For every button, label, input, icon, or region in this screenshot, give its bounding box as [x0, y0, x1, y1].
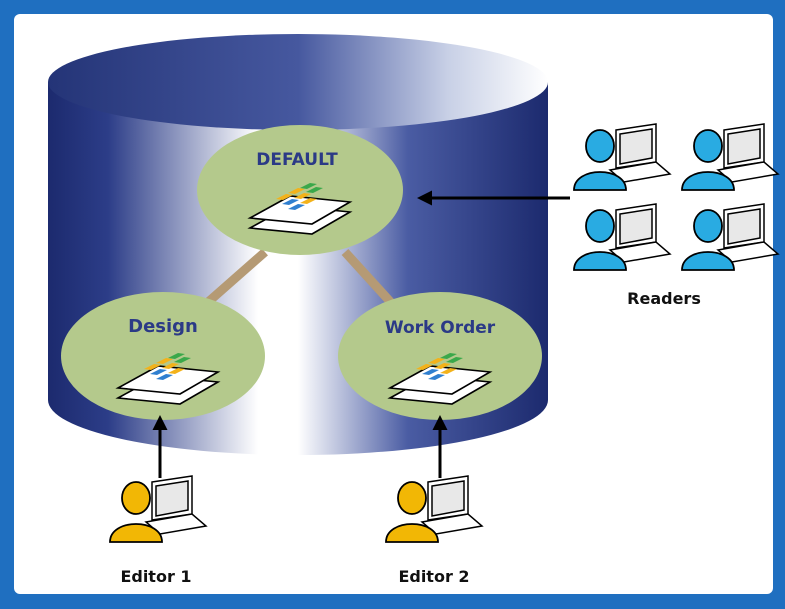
version-label-design: Design [128, 316, 198, 337]
editor-2-label: Editor 2 [398, 567, 469, 586]
editor-1-label: Editor 1 [120, 567, 191, 586]
version-node-design: Design [61, 292, 265, 420]
version-label-work-order: Work Order [385, 318, 496, 338]
readers-label: Readers [627, 289, 701, 308]
editor-2-group: Editor 2 [385, 475, 483, 586]
readers-group: Readers [573, 123, 779, 308]
version-label-default: DEFAULT [256, 150, 338, 170]
version-node-default: DEFAULT [197, 125, 403, 255]
version-node-work-order: Work Order [338, 292, 542, 420]
editor-1-group: Editor 1 [109, 475, 207, 586]
